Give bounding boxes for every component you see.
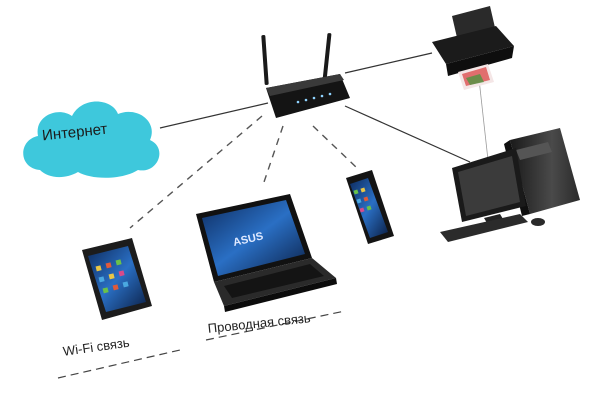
- wifi-link-tablet: [129, 115, 263, 229]
- desktop-computer-icon: [440, 128, 580, 242]
- cable-router-printer: [344, 52, 433, 74]
- internet-cloud-icon: [23, 101, 160, 178]
- wifi-underline: [57, 349, 181, 379]
- cable-router-pc: [344, 105, 471, 163]
- printer-icon: [432, 6, 514, 90]
- wifi-link-phone: [312, 125, 358, 169]
- wired-underline: [205, 310, 346, 341]
- smartphone-icon: [346, 170, 394, 244]
- tablet-icon: [82, 238, 152, 320]
- cable-internet-router: [159, 102, 269, 129]
- wifi-link-laptop: [262, 125, 284, 186]
- laptop-icon: [196, 194, 337, 312]
- router-icon: [261, 33, 350, 118]
